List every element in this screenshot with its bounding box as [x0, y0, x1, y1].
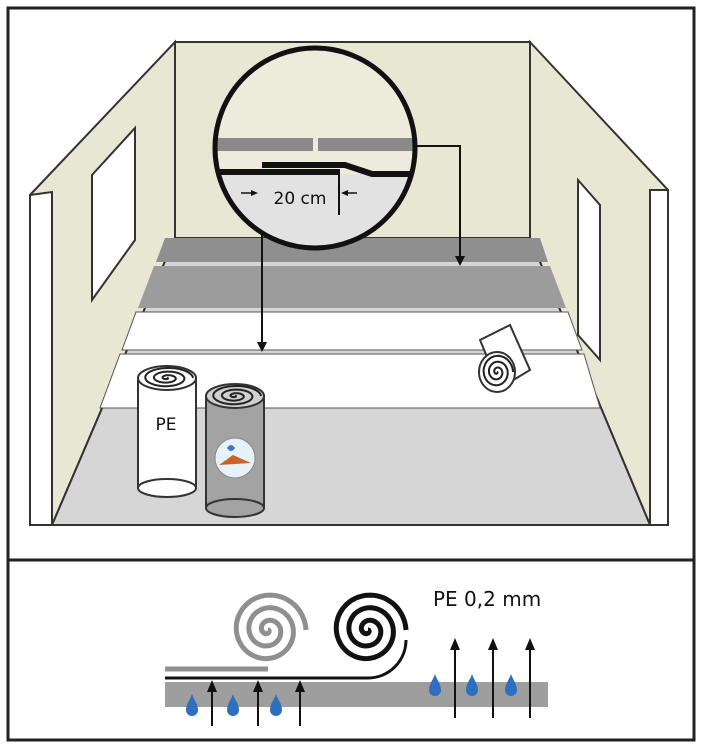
room-illustration: 20 cm PE — [29, 39, 670, 526]
magnifier-detail: 20 cm — [212, 45, 418, 251]
arrowhead-icon — [253, 680, 263, 692]
arrowhead-icon — [525, 638, 535, 650]
water-drop-icon — [227, 694, 239, 716]
right-wall-edge — [649, 189, 669, 526]
underlay-strip-2 — [138, 266, 566, 308]
roll-spiral — [144, 367, 194, 388]
roll-spiral — [212, 385, 262, 406]
pe-film-roll-spiral — [333, 592, 409, 662]
arrowhead-icon — [488, 638, 498, 650]
water-drop-icon — [186, 694, 198, 716]
left-window — [91, 125, 136, 304]
overlap-label: 20 cm — [274, 189, 327, 209]
pe-film-label: PE 0,2 mm — [433, 587, 541, 611]
right-door — [577, 177, 601, 363]
vapor-barrier-legend: PE 0,2 mm — [165, 587, 548, 726]
water-drop-icon — [270, 694, 282, 716]
underlay-roll-spiral — [233, 592, 309, 662]
left-wall-edge — [29, 190, 53, 526]
pe-roll-label: PE — [156, 415, 177, 435]
roll-spiral — [482, 354, 514, 387]
pointer-arrow-right — [410, 145, 461, 258]
underlay-roll-standing — [205, 383, 265, 518]
water-drop-icon — [429, 674, 441, 696]
pe-roll-standing: PE — [137, 365, 197, 498]
arrowhead-icon — [295, 680, 305, 692]
subfloor-slab — [165, 682, 548, 707]
arrowhead-icon — [207, 680, 217, 692]
pe-roll-lying — [478, 323, 532, 393]
water-drop-icon — [466, 674, 478, 696]
underlay-strip-1 — [156, 238, 548, 262]
pe-film-strip-1 — [121, 311, 583, 351]
arrowhead-icon — [450, 638, 460, 650]
water-drop-icon — [505, 674, 517, 696]
